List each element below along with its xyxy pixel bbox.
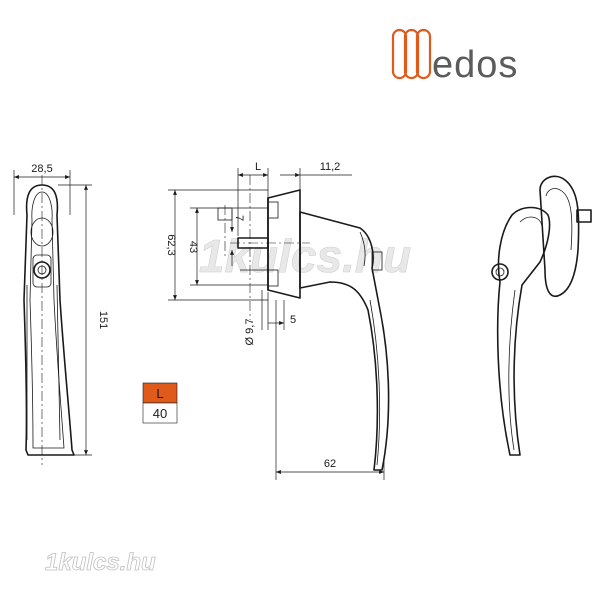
dim-side-top-right: 11,2: [280, 161, 352, 190]
dim-side-5-label: 5: [290, 314, 296, 326]
length-table-value: 40: [153, 406, 167, 421]
dim-front-width: 28,5: [13, 163, 71, 215]
dim-side-diameter: Ø 9,7: [244, 290, 269, 346]
dim-side-7-label: 7: [233, 215, 245, 221]
dim-front-width-label: 28,5: [31, 163, 52, 175]
dim-side-top-right-label: 11,2: [320, 161, 341, 173]
dim-side-62: 62: [275, 300, 385, 480]
dim-side-diameter-label: Ø 9,7: [244, 319, 256, 346]
logo-text: edos: [432, 44, 518, 86]
dim-side-L-label: L: [255, 161, 261, 173]
dim-side-43-label: 43: [187, 241, 199, 253]
dim-side-62-3-label: 62,3: [165, 234, 177, 255]
perspective-view: [491, 175, 592, 456]
logo-m-mark: [391, 28, 432, 80]
dim-side-62-label: 62: [324, 458, 336, 470]
length-table: L 40: [142, 382, 178, 424]
dim-side-7: 7: [230, 210, 245, 266]
length-table-header: L: [156, 386, 163, 401]
dim-side-62-3: 62,3: [165, 189, 268, 301]
dim-side-5: 5: [268, 300, 296, 330]
watermark-center: 1kulcs.hu: [199, 230, 411, 282]
brand-logo: edos: [391, 28, 518, 86]
length-table-value-cell: [142, 402, 178, 424]
side-view: [217, 175, 390, 471]
dim-side-43: 43: [187, 207, 268, 286]
dim-front-height: 151: [58, 184, 109, 456]
watermark-corner: 1kulcs.hu: [45, 549, 156, 576]
front-view: [23, 175, 75, 465]
dim-side-L: L: [237, 161, 269, 236]
dim-front-height-label: 151: [97, 311, 109, 329]
